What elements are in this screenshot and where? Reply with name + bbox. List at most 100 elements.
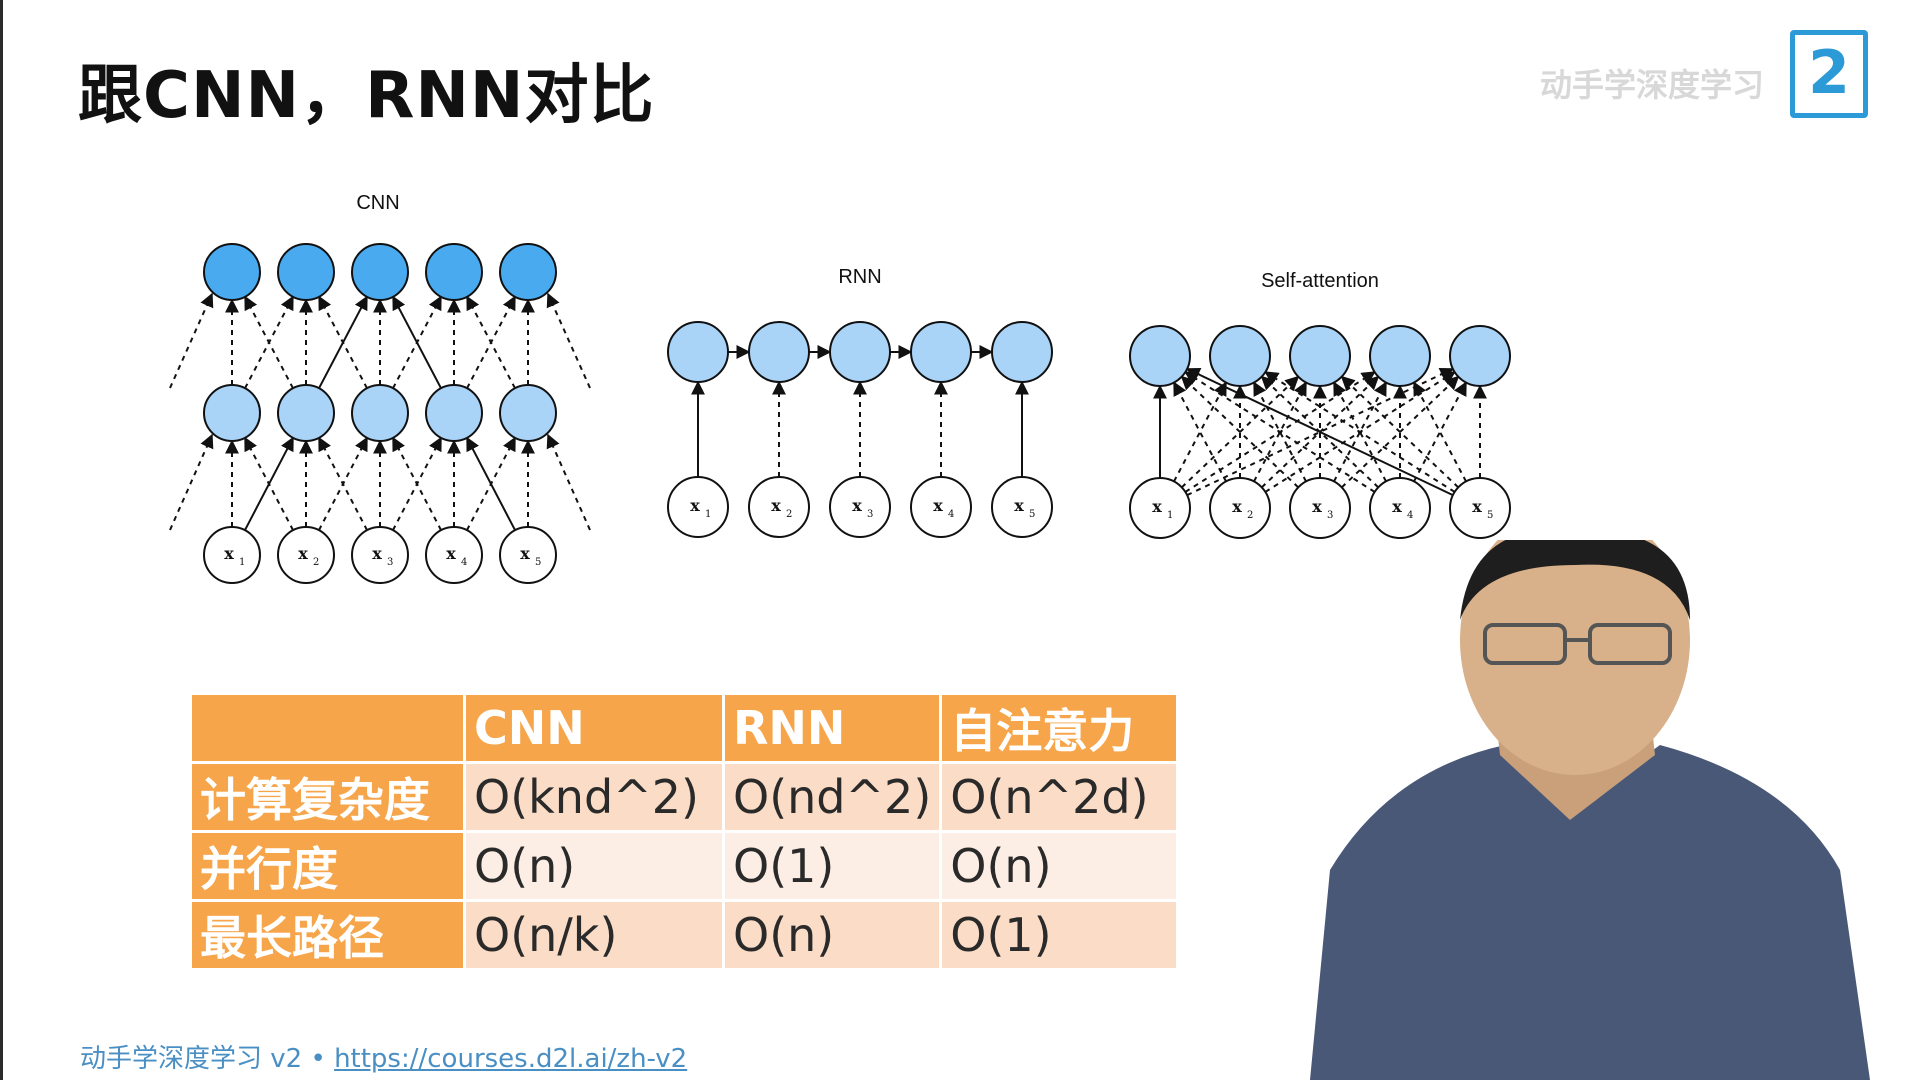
header-self-attention: 自注意力 bbox=[939, 692, 1180, 764]
diagram-arrow bbox=[244, 436, 294, 531]
input-node bbox=[203, 526, 261, 584]
input-node-subscript: 1 bbox=[705, 509, 711, 520]
attention-output-node bbox=[1369, 325, 1431, 387]
diagram-arrow bbox=[1413, 381, 1467, 482]
diagram-arrow bbox=[1333, 381, 1387, 482]
input-node-label: x bbox=[933, 496, 943, 515]
input-node bbox=[667, 476, 729, 538]
input-node bbox=[277, 526, 335, 584]
table-cell: O(n) bbox=[463, 830, 725, 902]
input-node-label: x bbox=[372, 544, 382, 563]
rnn-hidden-node bbox=[748, 321, 810, 383]
row-label-parallelism: 并行度 bbox=[189, 830, 466, 902]
rnn-hidden-node bbox=[829, 321, 891, 383]
self-attention-edges bbox=[1153, 367, 1487, 497]
presenter-face bbox=[1460, 540, 1690, 775]
input-node-subscript: 1 bbox=[239, 557, 245, 568]
cnn-diagram-title: CNN bbox=[356, 192, 399, 214]
diagram-arrow bbox=[1181, 375, 1300, 489]
diagram-arrow bbox=[318, 295, 368, 389]
comparison-table: CNN RNN 自注意力 计算复杂度 O(knd^2) O(nd^2) O(n^… bbox=[189, 692, 1180, 971]
input-node-subscript: 2 bbox=[786, 509, 792, 520]
input-node bbox=[910, 476, 972, 538]
diagram-arrow bbox=[1261, 375, 1380, 489]
cnn-hidden-node bbox=[425, 384, 483, 442]
cnn-top-node bbox=[277, 243, 335, 301]
cnn-hidden-node bbox=[351, 384, 409, 442]
input-node bbox=[499, 526, 557, 584]
cnn-hidden-node bbox=[203, 384, 261, 442]
input-node-subscript: 1 bbox=[1167, 510, 1173, 521]
input-node bbox=[1449, 477, 1511, 539]
input-node-label: x bbox=[1312, 497, 1322, 516]
input-node-subscript: 4 bbox=[461, 557, 467, 568]
slide-footer: 动手学深度学习 v2 • https://courses.d2l.ai/zh-v… bbox=[80, 1038, 687, 1075]
table-cell: O(nd^2) bbox=[721, 761, 943, 833]
input-node bbox=[351, 526, 409, 584]
diagram-arrow bbox=[1264, 371, 1456, 493]
input-node-subscript: 5 bbox=[1029, 509, 1035, 520]
attention-output-node bbox=[1209, 325, 1271, 387]
input-node-subscript: 4 bbox=[1407, 510, 1413, 521]
cnn-hidden-node bbox=[499, 384, 557, 442]
self-attention-diagram-title: Self-attention bbox=[1261, 270, 1379, 292]
table-cell: O(knd^2) bbox=[463, 761, 725, 833]
input-node-label: x bbox=[298, 544, 308, 563]
table-corner-cell bbox=[189, 692, 466, 764]
header-rnn: RNN bbox=[721, 692, 943, 764]
row-label-max-path: 最长路径 bbox=[189, 899, 466, 971]
diagram-arrow bbox=[1253, 381, 1307, 482]
rnn-hidden-node bbox=[910, 321, 972, 383]
table-row: 并行度 O(n) O(1) O(n) bbox=[189, 830, 1180, 902]
cnn-edges bbox=[169, 292, 591, 531]
presenter-hair bbox=[1460, 540, 1690, 620]
cnn-top-node bbox=[499, 243, 557, 301]
diagram-arrow bbox=[318, 436, 368, 531]
input-node-subscript: 5 bbox=[535, 557, 541, 568]
input-node bbox=[1369, 477, 1431, 539]
diagram-arrow bbox=[1413, 381, 1467, 482]
table-header-row: CNN RNN 自注意力 bbox=[189, 692, 1180, 764]
rnn-hidden-node bbox=[667, 321, 729, 383]
presenter-video bbox=[1310, 540, 1870, 1080]
footer-text: 动手学深度学习 v2 • bbox=[80, 1044, 335, 1074]
input-node-subscript: 5 bbox=[1487, 510, 1493, 521]
table-cell: O(1) bbox=[721, 830, 943, 902]
cnn-hidden-node bbox=[277, 384, 335, 442]
attention-output-node bbox=[1449, 325, 1511, 387]
rnn-hidden-node bbox=[991, 321, 1053, 383]
input-node-label: x bbox=[852, 496, 862, 515]
diagram-arrow bbox=[466, 436, 516, 531]
input-node-label: x bbox=[690, 496, 700, 515]
input-node-label: x bbox=[446, 544, 456, 563]
input-node-subscript: 3 bbox=[1327, 510, 1333, 521]
attention-output-node bbox=[1129, 325, 1191, 387]
input-node-label: x bbox=[1472, 497, 1482, 516]
diagram-arrow bbox=[1341, 375, 1460, 489]
diagram-arrow bbox=[546, 292, 591, 389]
table-row: 计算复杂度 O(knd^2) O(nd^2) O(n^2d) bbox=[189, 761, 1180, 833]
rnn-diagram-title: RNN bbox=[838, 266, 881, 288]
channel-logo: 动手学深度学习 2 bbox=[1540, 18, 1900, 138]
header-cnn: CNN bbox=[463, 692, 725, 764]
input-node-subscript: 3 bbox=[387, 557, 393, 568]
table-cell: O(n^2d) bbox=[939, 761, 1180, 833]
diagram-arrow bbox=[169, 433, 214, 531]
input-node bbox=[829, 476, 891, 538]
input-node bbox=[1209, 477, 1271, 539]
diagram-arrow bbox=[244, 295, 294, 389]
rnn-edges bbox=[691, 345, 1029, 477]
presenter-shirt bbox=[1310, 745, 1870, 1080]
diagram-arrow bbox=[1173, 381, 1227, 482]
input-node-label: x bbox=[1232, 497, 1242, 516]
diagram-arrow bbox=[392, 295, 442, 389]
course-link[interactable]: https://courses.d2l.ai/zh-v2 bbox=[334, 1044, 688, 1074]
d2l-logo-icon: 2 bbox=[1790, 30, 1868, 118]
diagram-arrow bbox=[392, 436, 442, 531]
glasses-icon bbox=[1483, 623, 1672, 665]
